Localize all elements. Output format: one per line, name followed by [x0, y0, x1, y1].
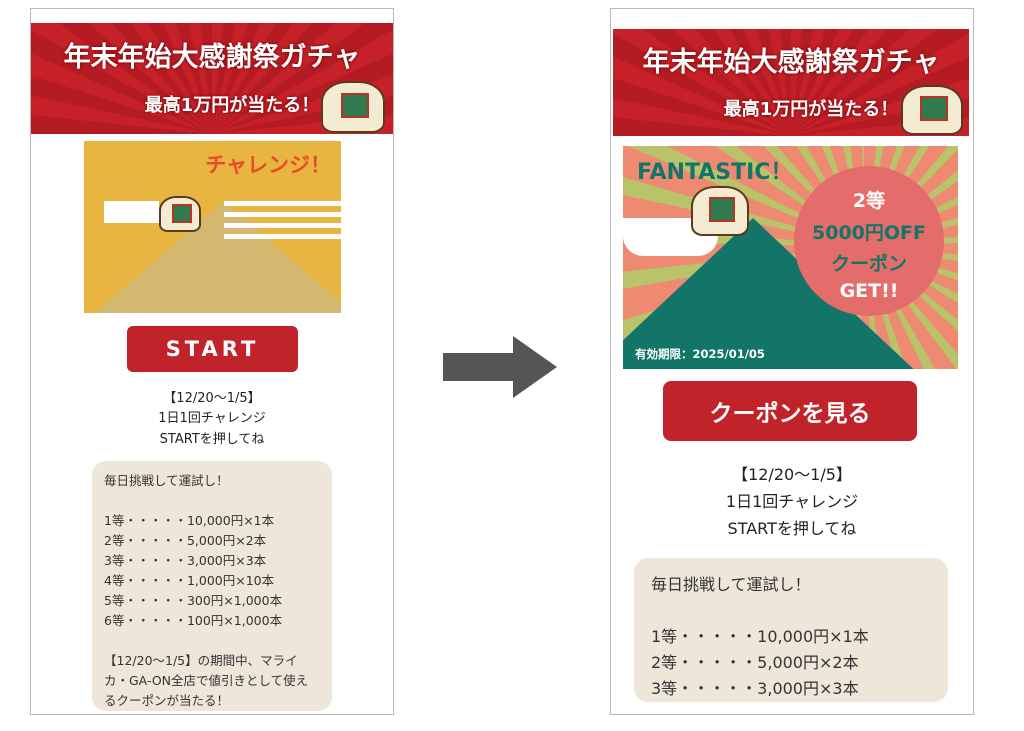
prize-item: 3等・・・・・3,000円×3本 — [104, 553, 267, 568]
prize-item: 6等・・・・・100円×1,000本 — [104, 613, 283, 628]
start-button[interactable]: START — [127, 326, 298, 372]
prize-item: 1等・・・・・10,000円×1本 — [651, 627, 869, 646]
headline-text: FANTASTIC！ — [637, 160, 793, 185]
arrow-head — [513, 336, 557, 398]
prize-item: 2等・・・・・5,000円×2本 — [651, 653, 859, 672]
challenge-line2: STARTを押してね — [159, 432, 265, 447]
prize-item: 4等・・・・・1,000円×10本 — [104, 573, 275, 588]
period-text: 【12/20〜1/5】 — [163, 391, 261, 406]
elephant-icon — [321, 81, 385, 133]
challenge-image: チャレンジ！ — [84, 141, 341, 313]
banner-subtitle: 最高1万円が当たる！ — [723, 99, 899, 120]
banner-title: 年末年始大感謝祭ガチャ — [63, 42, 361, 73]
get-text: GET!! — [839, 280, 899, 302]
after-screen: 年末年始大感謝祭ガチャ 最高1万円が当たる！ FANTASTIC！ 2等 500… — [610, 8, 974, 715]
gacha-banner: 年末年始大感謝祭ガチャ 最高1万円が当たる！ — [31, 23, 393, 134]
expiry-text: 有効期限：2025/01/05 — [635, 347, 765, 361]
amount-text: 5000円OFF — [812, 222, 926, 244]
prize-item: 1等・・・・・10,000円×1本 — [104, 513, 275, 528]
arrow-right-icon — [443, 353, 515, 381]
card-intro: 毎日挑戦して運試し！ — [651, 575, 811, 594]
rank-text: 2等 — [852, 190, 886, 212]
card-intro: 毎日挑戦して運試し！ — [104, 473, 229, 488]
gacha-banner: 年末年始大感謝祭ガチャ 最高1万円が当たる！ — [613, 29, 969, 136]
prize-item: 2等・・・・・5,000円×2本 — [104, 533, 267, 548]
banner-title: 年末年始大感謝祭ガチャ — [642, 47, 940, 78]
elephant-icon — [901, 85, 963, 135]
coupon-text: クーポン — [830, 253, 907, 275]
challenge-line1: 1日1回チャレンジ — [725, 492, 859, 511]
card-note: 【12/20〜1/5】の期間中、マライカ・GA-ON全店で値引きとして使えるクー… — [104, 653, 309, 708]
prize-circle: 2等 5000円OFF クーポン GET!! — [794, 166, 944, 316]
before-screen: 年末年始大感謝祭ガチャ 最高1万円が当たる！ チャレンジ！ START 【12/… — [30, 8, 394, 715]
banner-subtitle: 最高1万円が当たる！ — [144, 95, 320, 116]
period-text: 【12/20〜1/5】 — [732, 465, 852, 484]
prize-item: 5等・・・・・300円×1,000本 — [104, 593, 283, 608]
elephant-icon — [159, 196, 201, 232]
result-image: FANTASTIC！ 2等 5000円OFF クーポン GET!! 有効期限：2… — [623, 146, 958, 369]
challenge-line2: STARTを押してね — [727, 519, 857, 538]
prize-card: 毎日挑戦して運試し！ 1等・・・・・10,000円×1本 2等・・・・・5,00… — [92, 461, 332, 711]
elephant-icon — [691, 186, 749, 236]
cloud-icon — [224, 201, 341, 241]
challenge-text: チャレンジ！ — [205, 153, 331, 177]
snowcap-icon — [104, 201, 159, 223]
view-coupon-button[interactable]: クーポンを見る — [663, 381, 917, 441]
prize-item: 3等・・・・・3,000円×3本 — [651, 679, 859, 698]
prize-card: 毎日挑戦して運試し！ 1等・・・・・10,000円×1本 2等・・・・・5,00… — [634, 558, 948, 702]
challenge-line1: 1日1回チャレンジ — [158, 411, 266, 426]
